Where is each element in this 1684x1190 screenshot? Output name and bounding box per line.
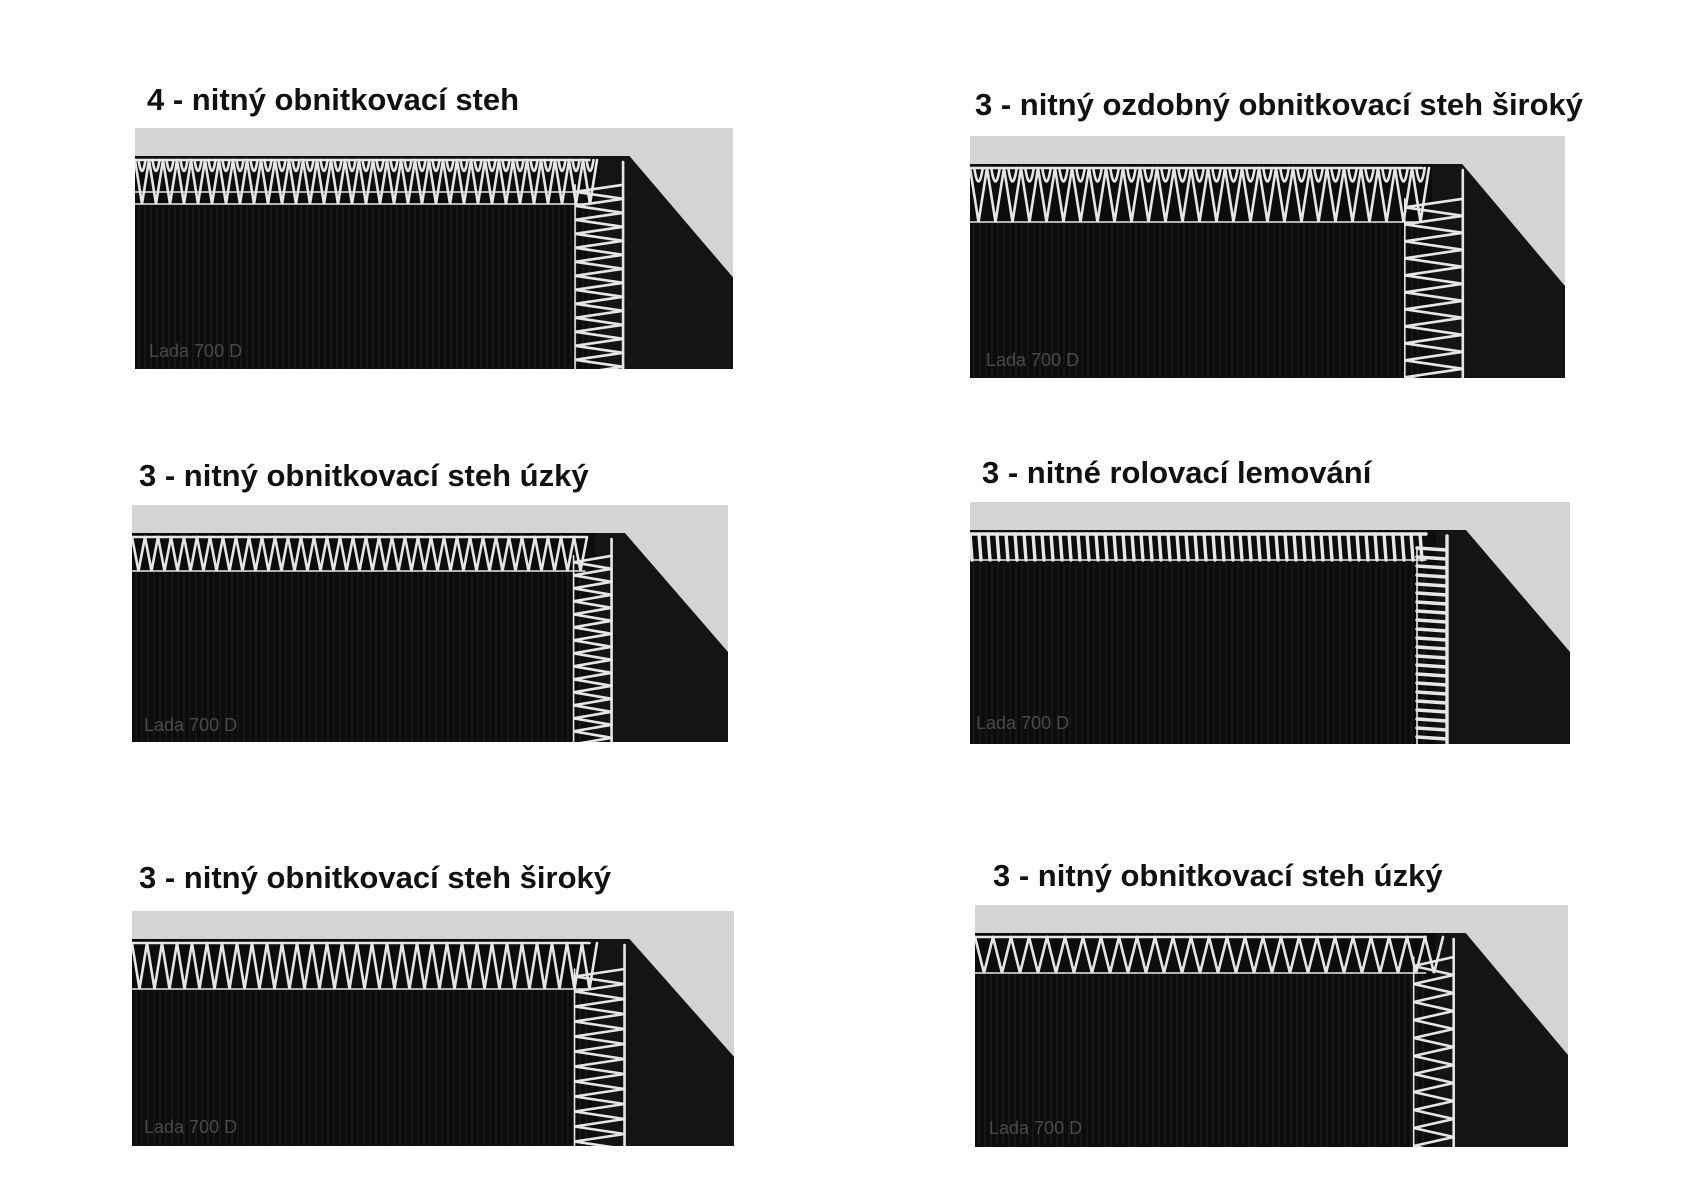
stitch-photo: Lada 700 D — [975, 905, 1568, 1147]
stitch-caption: 3 - nitné rolovací lemování — [982, 455, 1372, 490]
photo-watermark: Lada 700 D — [989, 1118, 1082, 1138]
stitch-caption: 3 - nitný ozdobný obnitkovací steh širok… — [975, 87, 1584, 122]
stitch-photo: Lada 700 D — [132, 911, 734, 1146]
stitch-caption: 3 - nitný obnitkovací steh úzký — [139, 458, 589, 493]
stitch-photo-svg: Lada 700 D — [970, 502, 1570, 744]
stitch-photo: Lada 700 D — [970, 502, 1570, 744]
stitch-photo: Lada 700 D — [132, 505, 728, 742]
stitch-photo-svg: Lada 700 D — [132, 911, 734, 1146]
stitch-photo-svg: Lada 700 D — [970, 136, 1565, 378]
photo-watermark: Lada 700 D — [976, 713, 1069, 733]
stitch-caption: 3 - nitný obnitkovací steh široký — [139, 860, 612, 895]
stitch-photo: Lada 700 D — [135, 128, 733, 369]
stitch-photo: Lada 700 D — [970, 136, 1565, 378]
photo-watermark: Lada 700 D — [144, 715, 237, 735]
stitch-caption: 3 - nitný obnitkovací steh úzký — [993, 858, 1443, 893]
photo-watermark: Lada 700 D — [149, 341, 242, 361]
stitch-photo-svg: Lada 700 D — [135, 128, 733, 369]
photo-watermark: Lada 700 D — [144, 1117, 237, 1137]
stitch-photo-svg: Lada 700 D — [132, 505, 728, 742]
photo-watermark: Lada 700 D — [986, 350, 1079, 370]
stitch-caption: 4 - nitný obnitkovací steh — [147, 82, 520, 117]
stitch-photo-svg: Lada 700 D — [975, 905, 1568, 1147]
